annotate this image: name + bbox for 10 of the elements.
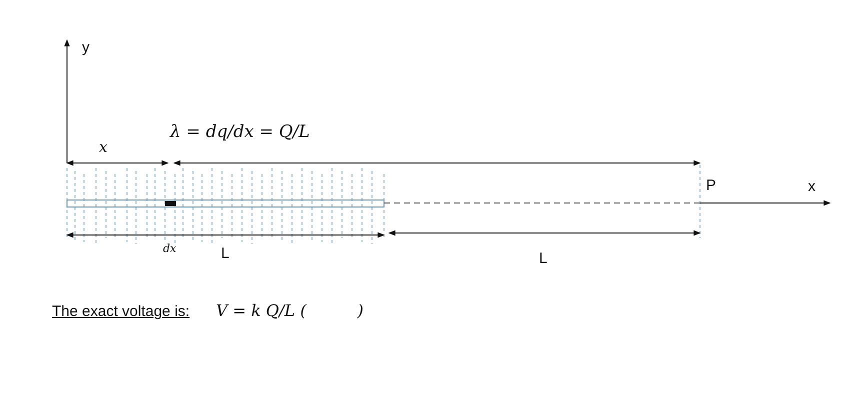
dimension-label: L — [539, 251, 548, 266]
dimension-label: dx — [163, 243, 176, 254]
formula-text: V = k Q/L ( ) — [216, 303, 364, 319]
axis-label: y — [82, 40, 90, 55]
formula-text: λ = dq/dx = Q/L — [170, 124, 310, 141]
point-label: P — [706, 178, 716, 193]
dimension-label: x — [99, 140, 108, 155]
axis-label: x — [808, 179, 816, 194]
prompt-text: The exact voltage is: — [52, 304, 190, 319]
dimension-label: L — [221, 246, 230, 261]
